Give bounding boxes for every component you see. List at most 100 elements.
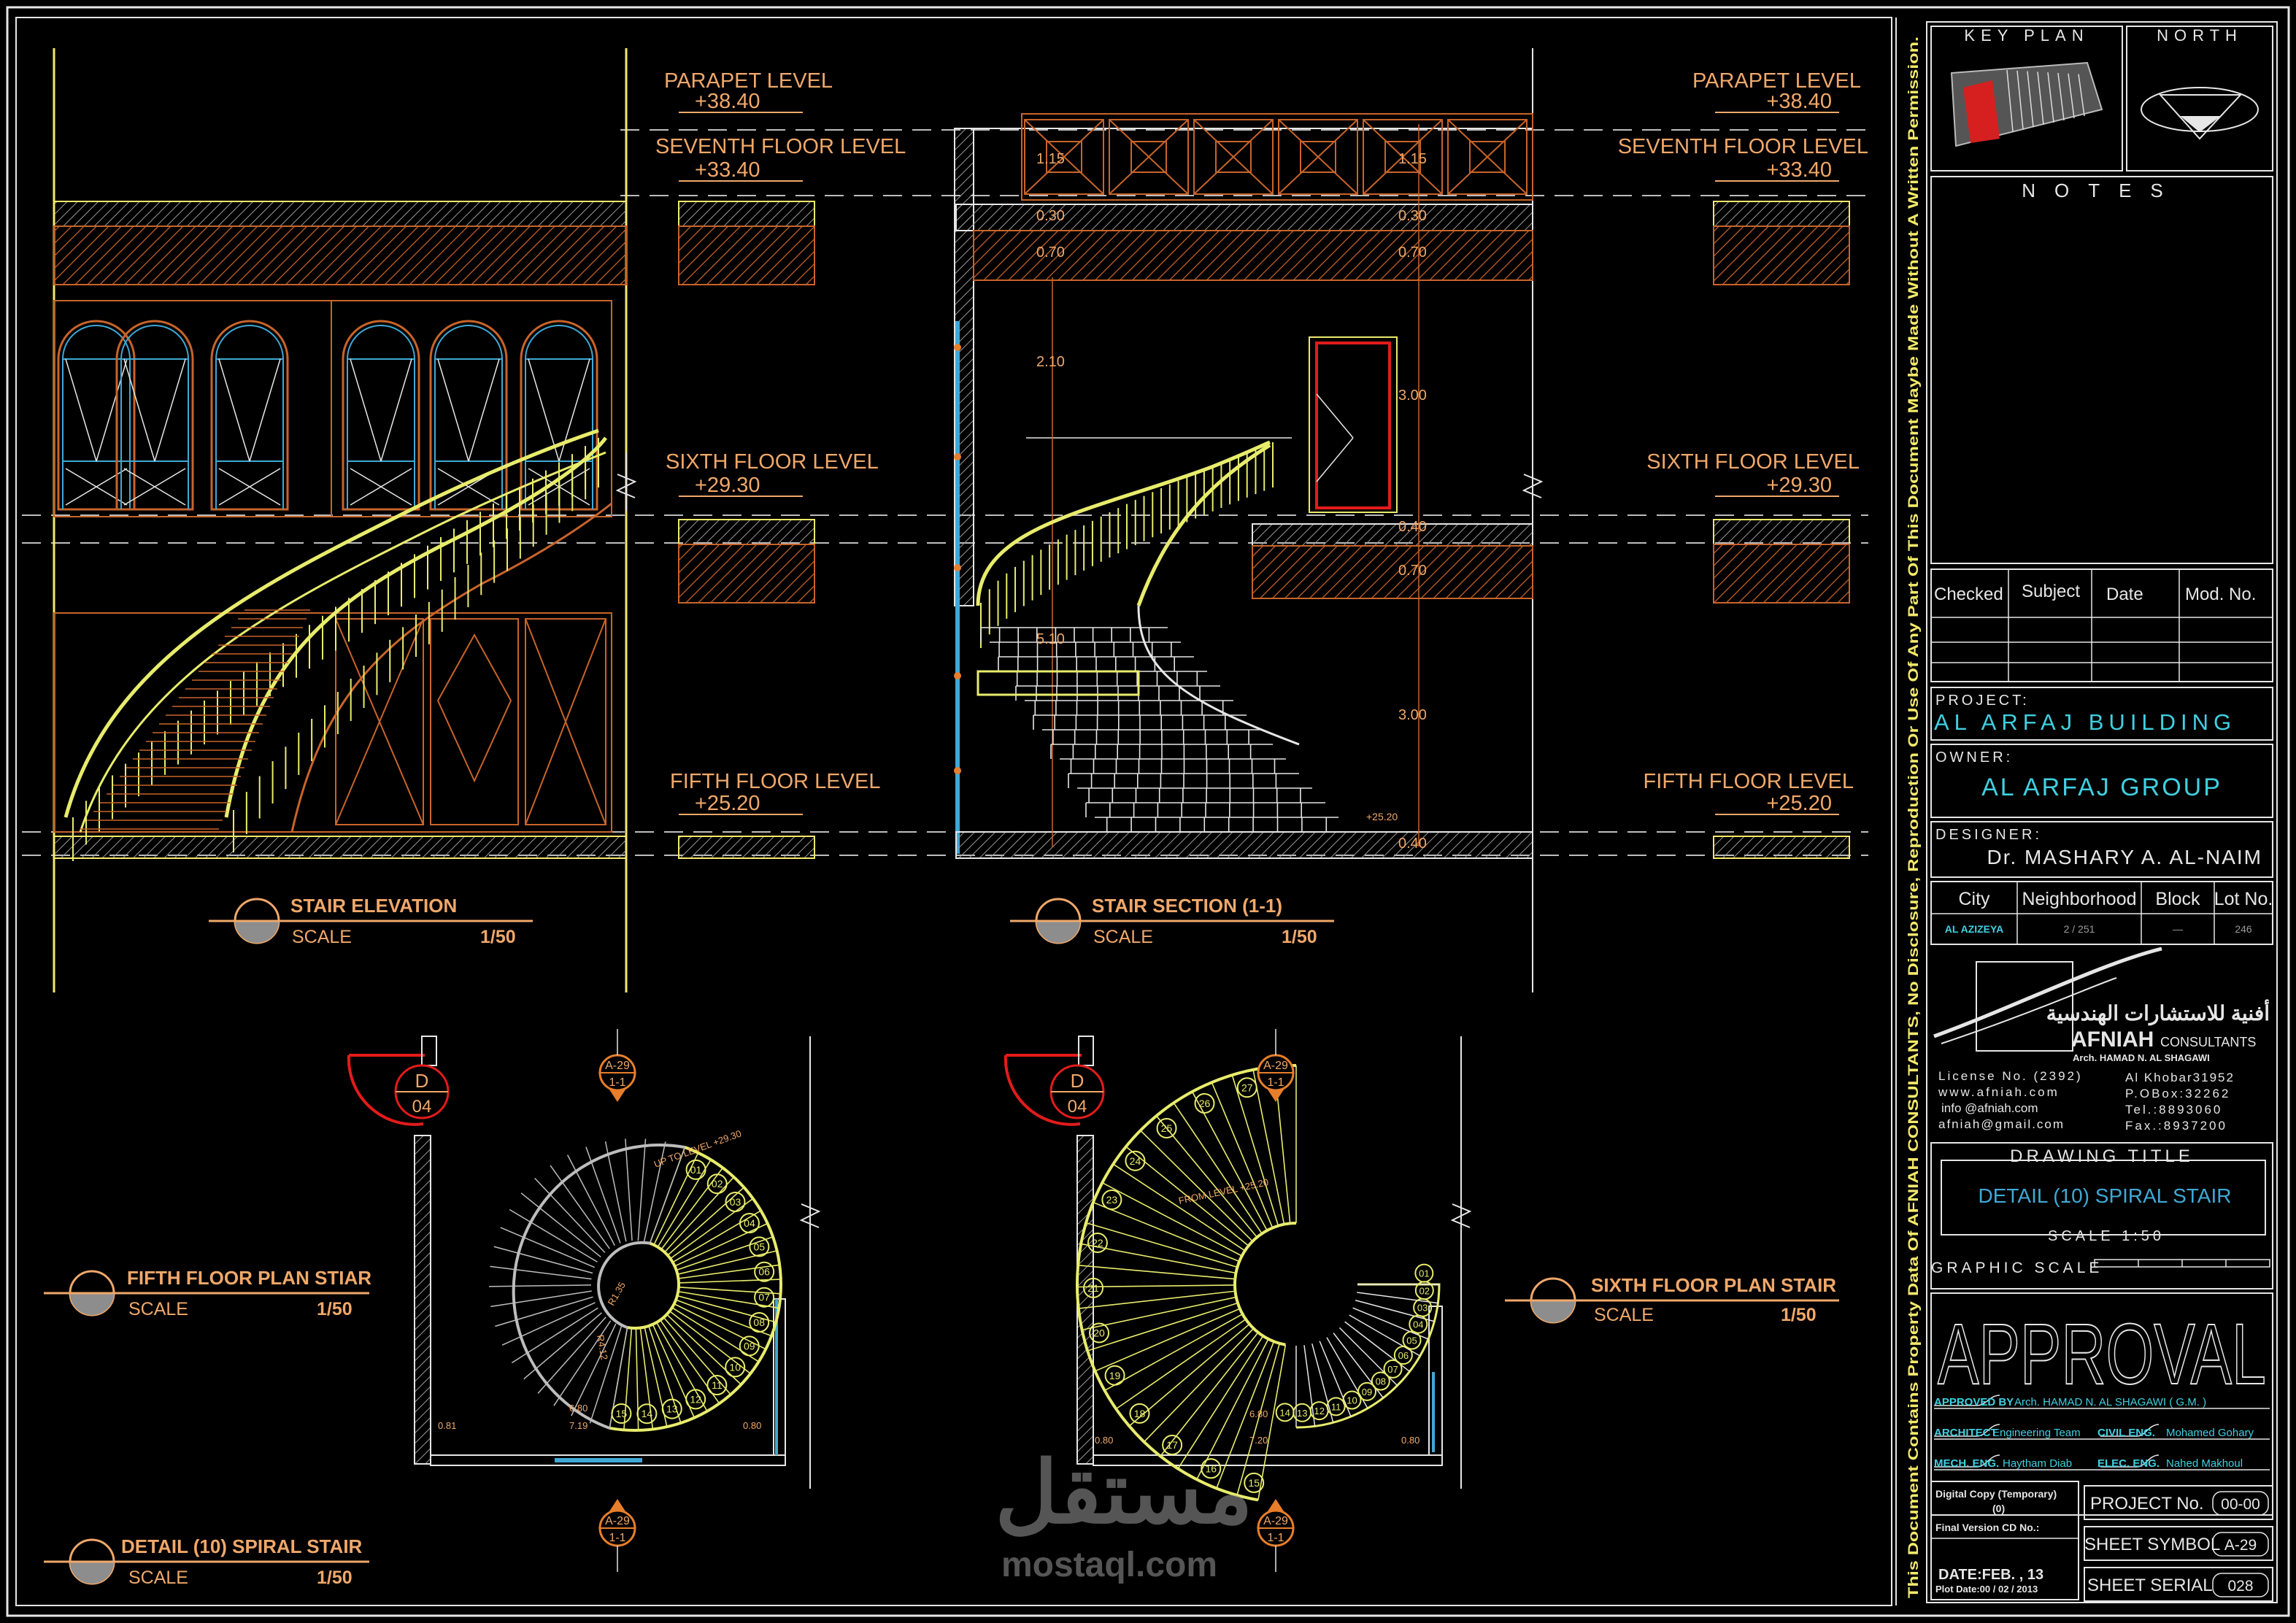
step-number: 26 — [1194, 1092, 1215, 1114]
step-number: 16 — [1201, 1458, 1222, 1479]
svg-text:STAIR SECTION (1-1): STAIR SECTION (1-1) — [1092, 895, 1282, 917]
arched-window — [115, 320, 194, 511]
step-number: 04 — [739, 1213, 760, 1234]
level-2520-small: +25.20 — [1366, 811, 1398, 822]
drawing-frame — [15, 17, 1892, 1606]
title-detail: DETAIL (10) SPIRAL STAIR SCALE 1/50 — [44, 1535, 369, 1588]
svg-text:CIVIL ENG.: CIVIL ENG. — [2097, 1427, 2155, 1439]
svg-text:ARCHITECT: ARCHITECT — [1934, 1427, 1998, 1439]
svg-text:FIFTH FLOOR PLAN STIAR: FIFTH FLOOR PLAN STIAR — [127, 1267, 371, 1289]
step-number: 24 — [1125, 1150, 1146, 1171]
arched-window — [429, 320, 508, 511]
svg-text:Digital Copy (Temporary): Digital Copy (Temporary) — [1935, 1488, 2057, 1500]
step-number: 21 — [1083, 1277, 1104, 1298]
svg-text:Plot Date:00 / 02 / 2013: Plot Date:00 / 02 / 2013 — [1935, 1584, 2038, 1595]
svg-text:SCALE: SCALE — [128, 1299, 188, 1319]
sixth-level-label-right: SIXTH FLOOR LEVEL — [1646, 450, 1860, 474]
step-number: 12 — [685, 1389, 706, 1410]
step-number: 01 — [685, 1159, 706, 1180]
svg-text:0.80: 0.80 — [743, 1420, 761, 1431]
parapet-level-value-right: +38.40 — [1766, 90, 1832, 113]
section-tag: A-291-1 — [598, 1499, 636, 1572]
dim-040-b: 0.40 — [1398, 836, 1427, 852]
fifth-level-label-left: FIFTH FLOOR LEVEL — [670, 770, 880, 793]
title-block: This Document Contains Property Data Of … — [1895, 18, 2278, 1605]
svg-text:03: 03 — [1417, 1303, 1428, 1314]
svg-text:A-29: A-29 — [1263, 1515, 1288, 1527]
svg-text:Tel.:8893060: Tel.:8893060 — [2125, 1103, 2222, 1117]
section-spiral-stair — [976, 440, 1338, 832]
svg-text:A-29: A-29 — [2224, 1537, 2257, 1554]
step-number: 13 — [661, 1398, 682, 1419]
section-door — [1315, 342, 1391, 509]
svg-text:أفنية للاستشارات الهندسية: أفنية للاستشارات الهندسية — [2046, 1000, 2270, 1026]
svg-text:APPROVAL: APPROVAL — [1938, 1306, 2266, 1403]
svg-text:A-29: A-29 — [605, 1515, 630, 1527]
svg-text:06: 06 — [758, 1266, 770, 1278]
svg-text:1-1: 1-1 — [1267, 1076, 1284, 1089]
step-number: 05 — [1402, 1330, 1422, 1350]
svg-text:AL AZIZEYA: AL AZIZEYA — [1945, 923, 2003, 935]
dim-510: 5.10 — [1036, 631, 1065, 647]
svg-text:AL ARFAJ BUILDING: AL ARFAJ BUILDING — [1934, 709, 2236, 735]
svg-text:License No. (2392): License No. (2392) — [1938, 1069, 2083, 1083]
svg-text:02: 02 — [712, 1178, 723, 1190]
svg-text:City: City — [1958, 889, 1990, 909]
svg-text:26: 26 — [1199, 1098, 1211, 1109]
svg-text:KEY PLAN: KEY PLAN — [1964, 26, 2089, 45]
step-number: 27 — [1236, 1077, 1257, 1098]
svg-text:0.80: 0.80 — [1401, 1435, 1419, 1446]
svg-text:12: 12 — [690, 1393, 701, 1405]
svg-text:STAIR ELEVATION: STAIR ELEVATION — [290, 895, 457, 917]
svg-text:SIXTH FLOOR PLAN STAIR: SIXTH FLOOR PLAN STAIR — [1591, 1274, 1836, 1296]
svg-text:7.19: 7.19 — [569, 1420, 588, 1431]
svg-text:mostaql.com: mostaql.com — [1001, 1546, 1217, 1584]
svg-text:21: 21 — [1087, 1282, 1099, 1294]
step-number: 08 — [749, 1312, 770, 1333]
svg-text:NORTH: NORTH — [2157, 26, 2243, 45]
svg-text:—: — — [2173, 923, 2183, 935]
svg-text:22: 22 — [1092, 1237, 1103, 1249]
svg-text:04: 04 — [744, 1217, 755, 1229]
svg-text:R1.35: R1.35 — [606, 1280, 628, 1308]
svg-text:6.80: 6.80 — [1249, 1408, 1268, 1419]
step-number: 18 — [1129, 1403, 1150, 1424]
step-number: 19 — [1104, 1365, 1125, 1386]
key-plan-map — [1950, 61, 2103, 147]
svg-text:1/50: 1/50 — [1282, 927, 1317, 947]
approval-rows: APPROVED BY ARCHITECT MECH. ENG. CIVIL E… — [1934, 1395, 2270, 1470]
step-number: 10 — [725, 1357, 746, 1378]
step-number: 25 — [1156, 1118, 1177, 1139]
svg-text:SCALE: SCALE — [128, 1568, 188, 1588]
svg-text:Nahed Makhoul: Nahed Makhoul — [2166, 1457, 2243, 1470]
svg-text:06: 06 — [1398, 1350, 1409, 1361]
step-number: 07 — [754, 1287, 775, 1308]
svg-text:0.81: 0.81 — [438, 1420, 456, 1431]
svg-text:AL ARFAJ GROUP: AL ARFAJ GROUP — [1981, 774, 2222, 801]
svg-text:20: 20 — [1093, 1327, 1105, 1338]
step-number: 11 — [706, 1375, 728, 1396]
svg-text:25: 25 — [1161, 1122, 1173, 1134]
svg-text:16: 16 — [1205, 1462, 1217, 1474]
dim-070-a: 0.70 — [1036, 244, 1065, 261]
step-number: 11 — [1326, 1397, 1346, 1416]
svg-text:10: 10 — [1347, 1395, 1357, 1406]
dim-115-a: 1.15 — [1036, 151, 1065, 167]
title-fifth-plan: FIFTH FLOOR PLAN STIAR SCALE 1/50 — [44, 1267, 371, 1319]
step-number: 20 — [1089, 1322, 1110, 1343]
svg-text:7.20: 7.20 — [1249, 1435, 1268, 1446]
step-number: 02 — [706, 1173, 728, 1195]
svg-text:Block: Block — [2155, 889, 2200, 909]
svg-text:Haytham Diab: Haytham Diab — [2003, 1457, 2072, 1470]
svg-text:11: 11 — [1331, 1401, 1341, 1412]
sixth-level-value-left: +29.30 — [695, 474, 760, 497]
section-parapet-railing — [1021, 113, 1533, 201]
svg-text:24: 24 — [1130, 1155, 1141, 1167]
step-number: 03 — [725, 1191, 746, 1212]
svg-text:08: 08 — [1376, 1376, 1386, 1387]
dim-300-a: 3.00 — [1398, 388, 1427, 404]
svg-text:07: 07 — [758, 1292, 770, 1303]
svg-text:SCALE: SCALE — [1093, 927, 1153, 947]
step-number: 15 — [1244, 1472, 1265, 1493]
